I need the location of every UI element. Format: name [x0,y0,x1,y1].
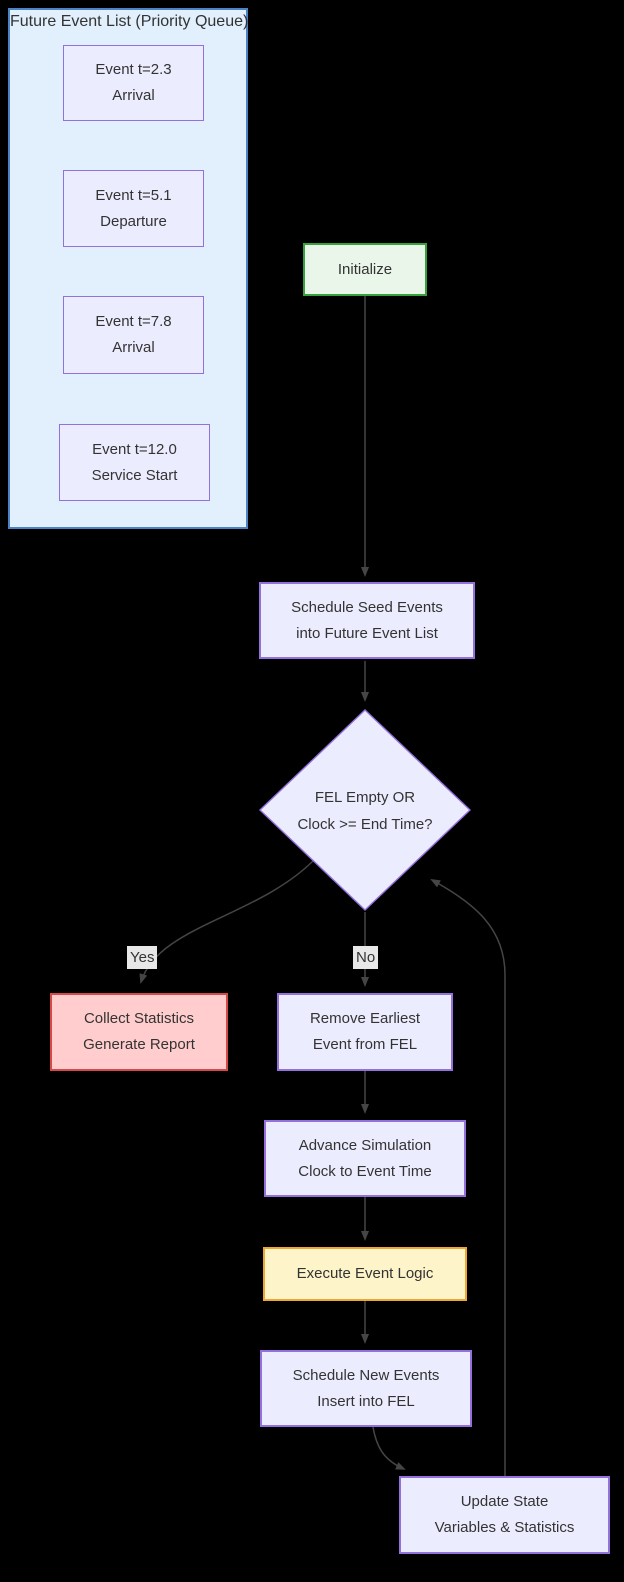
edge-decision-yes [139,860,314,984]
node-label-line: into Future Event List [296,624,438,642]
node-label-line: FEL Empty OR [314,789,416,806]
fel-event-type: Departure [100,212,167,230]
node-initialize-label: Initialize [337,260,393,278]
node-label-line: Event from FEL [312,1036,418,1053]
fel-event-time: Event t=5.1 [95,186,172,204]
fel-event-box[interactable]: Event t=12.0 Service Start [59,424,210,501]
node-label-line: Collect Statistics [83,1010,195,1027]
decision-diamond-shape[interactable] [258,709,472,911]
node-label-line: Advance Simulation [298,1136,432,1154]
node-label-line: Schedule New Events [292,1366,440,1384]
node-label-line: Clock to Event Time [298,1162,432,1180]
node-collect-statistics[interactable]: Collect Statistics Generate Report [50,993,228,1071]
node-label-line: Execute Event Logic [296,1265,434,1282]
fel-event-box[interactable]: Event t=5.1 Departure [63,170,204,247]
node-label-line: Variables & Statistics [434,1519,575,1536]
node-label-line: Clock >= End Time? [297,816,433,833]
fel-event-time: Event t=2.3 [95,61,172,78]
fel-event-box[interactable]: Event t=7.8 Arrival [63,296,204,374]
fel-event-type: Arrival [112,339,155,356]
node-label-line: Generate Report [83,1036,195,1053]
fel-event-type: Service Start [91,466,178,484]
node-execute-event-logic[interactable]: Execute Event Logic [263,1247,467,1301]
fel-event-box[interactable]: Event t=2.3 Arrival [63,45,204,121]
fel-event-type: Arrival [112,87,155,104]
edge-label-no: No [353,946,379,969]
node-decision-label: FEL Empty OR Clock >= End Time? [255,784,475,838]
node-schedule-new-events[interactable]: Schedule New Events Insert into FEL [260,1350,472,1427]
node-label-line: Insert into FEL [317,1392,415,1410]
node-label-line: Schedule Seed Events [291,598,443,616]
edge-label-yes: Yes [127,946,158,969]
edge-update-to-decision [430,879,506,1476]
node-schedule-seed-events[interactable]: Schedule Seed Events into Future Event L… [259,582,475,659]
node-label-line: Update State [460,1493,549,1510]
node-initialize[interactable]: Initialize [303,243,427,296]
node-remove-earliest-event[interactable]: Remove Earliest Event from FEL [277,993,453,1071]
fel-event-time: Event t=7.8 [95,313,172,330]
fel-container-title: Future Event List (Priority Queue) [10,13,249,30]
node-update-state[interactable]: Update State Variables & Statistics [399,1476,610,1554]
fel-container: Future Event List (Priority Queue) Event… [8,8,248,529]
node-label-line: Remove Earliest [309,1010,421,1027]
edge-schednew-to-update [372,1426,406,1470]
fel-event-time: Event t=12.0 [92,440,177,458]
node-advance-clock[interactable]: Advance Simulation Clock to Event Time [264,1120,466,1197]
